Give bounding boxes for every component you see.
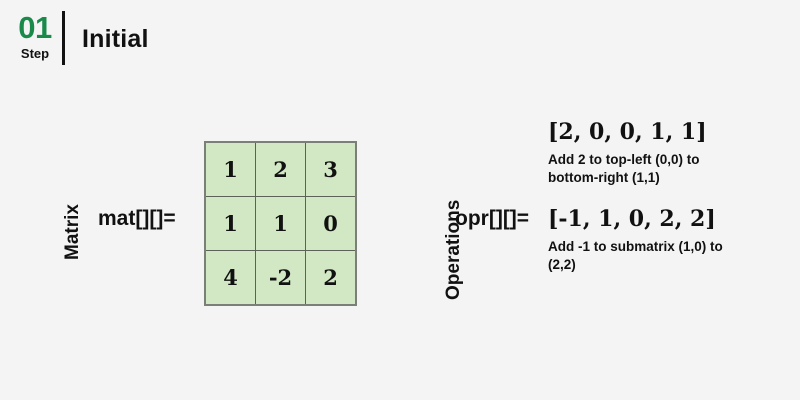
matrix-row: 1 2 3: [204, 141, 357, 197]
matrix-cell: 2: [255, 141, 306, 197]
matrix-section-label: Matrix: [62, 204, 83, 260]
operation-description: Add -1 to submatrix (1,0) to (2,2): [548, 238, 723, 272]
matrix-cell: 1: [204, 196, 256, 251]
operation-description: Add 2 to top-left (0,0) to bottom-right …: [548, 151, 700, 185]
operation-array: [-1, 1, 0, 2, 2]: [548, 206, 716, 233]
matrix-cell: 3: [305, 141, 357, 197]
operations-assign-label: opr[][]=: [455, 207, 530, 230]
matrix-cell: 0: [305, 196, 357, 251]
operations-list: [2, 0, 0, 1, 1] Add 2 to top-left (0,0) …: [548, 118, 788, 292]
operation-item: [2, 0, 0, 1, 1] Add 2 to top-left (0,0) …: [548, 118, 788, 187]
step-number: 01: [18, 10, 52, 45]
operation-item: [-1, 1, 0, 2, 2] Add -1 to submatrix (1,…: [548, 205, 788, 274]
header-divider: [62, 11, 65, 65]
operation-array: [2, 0, 0, 1, 1]: [548, 119, 707, 145]
matrix-cell: 2: [305, 250, 357, 306]
matrix-cell: 1: [204, 141, 256, 197]
matrix-cell: 1: [255, 196, 306, 251]
step-header: 01 Step Initial: [0, 0, 800, 78]
matrix-assign-label: mat[][]=: [98, 207, 176, 230]
matrix-row: 1 1 0: [204, 196, 357, 251]
step-badge: 01 Step: [11, 12, 59, 60]
page-title: Initial: [82, 25, 149, 53]
matrix-grid: 1 2 3 1 1 0 4 -2 2: [204, 141, 357, 306]
matrix-cell: -2: [255, 250, 306, 306]
matrix-row: 4 -2 2: [204, 250, 357, 306]
step-word-label: Step: [20, 46, 50, 61]
matrix-cell: 4: [204, 250, 256, 306]
